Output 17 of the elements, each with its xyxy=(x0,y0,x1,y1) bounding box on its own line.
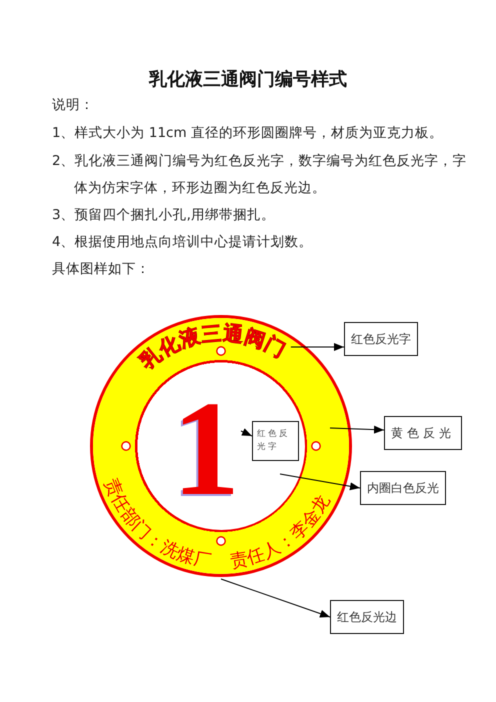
page-title: 乳化液三通阀门编号样式 xyxy=(149,68,347,92)
ring-title: 乳化液三通阀门 xyxy=(135,320,290,374)
callout-label: 内圈白色反光 xyxy=(360,471,446,505)
callout-label: 红色反光字 xyxy=(344,322,418,356)
callout-label: 红色反光边 xyxy=(330,600,404,634)
leader-arrow xyxy=(330,426,384,434)
instruction-item: 2、乳化液三通阀门编号为红色反光字，数字编号为红色反光字，字体为仿宋字体，环形边圈为红色反光边。 xyxy=(52,152,468,198)
instruction-item: 3、预留四个捆扎小孔,用绑带捆扎。 xyxy=(52,206,275,225)
notes-heading: 说明： xyxy=(52,96,94,115)
notes-intro: 具体图样如下： xyxy=(52,260,150,279)
instruction-item: 4、根据使用地点向培训中心提请计划数。 xyxy=(52,233,313,252)
leader-arrow xyxy=(220,578,330,618)
callout-label: 黄色反光 xyxy=(384,416,462,450)
callout-label: 红色反光字 xyxy=(252,421,299,461)
instruction-item: 1、样式大小为 11cm 直径的环形圆圈牌号，材质为亚克力板。 xyxy=(52,124,443,143)
leader-arrow xyxy=(240,428,252,436)
large-numeral: 1 xyxy=(172,398,240,500)
